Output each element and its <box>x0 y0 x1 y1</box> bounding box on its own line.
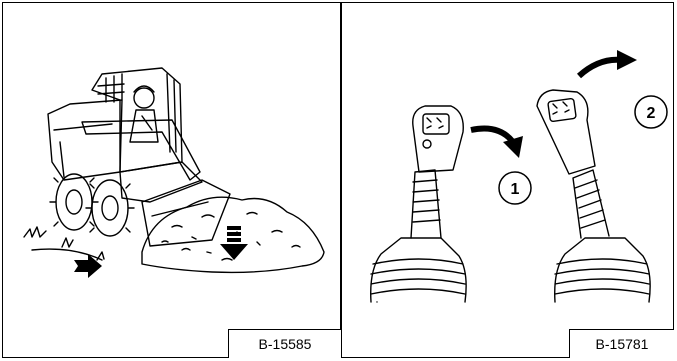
figure-reference-left: B-15585 <box>228 329 341 358</box>
callout-1: 1 <box>499 172 531 204</box>
svg-text:1: 1 <box>511 181 520 198</box>
grass-icon <box>24 227 104 260</box>
left-figure-panel: B-15585 <box>2 2 341 358</box>
figure-reference-right: B-15781 <box>569 329 674 358</box>
operator-icon <box>130 86 158 142</box>
svg-text:2: 2 <box>647 105 656 122</box>
skid-steer-illustration <box>2 2 341 358</box>
down-arrow-icon <box>220 226 248 260</box>
joystick-handle-icon <box>537 90 650 302</box>
callout-2: 2 <box>635 96 667 128</box>
joystick-handle-icon <box>371 106 466 302</box>
joystick-illustration: 1 2 <box>341 2 674 358</box>
right-figure-panel: 1 2 B-15781 <box>341 2 674 358</box>
skid-steer-loader-icon <box>48 68 230 246</box>
